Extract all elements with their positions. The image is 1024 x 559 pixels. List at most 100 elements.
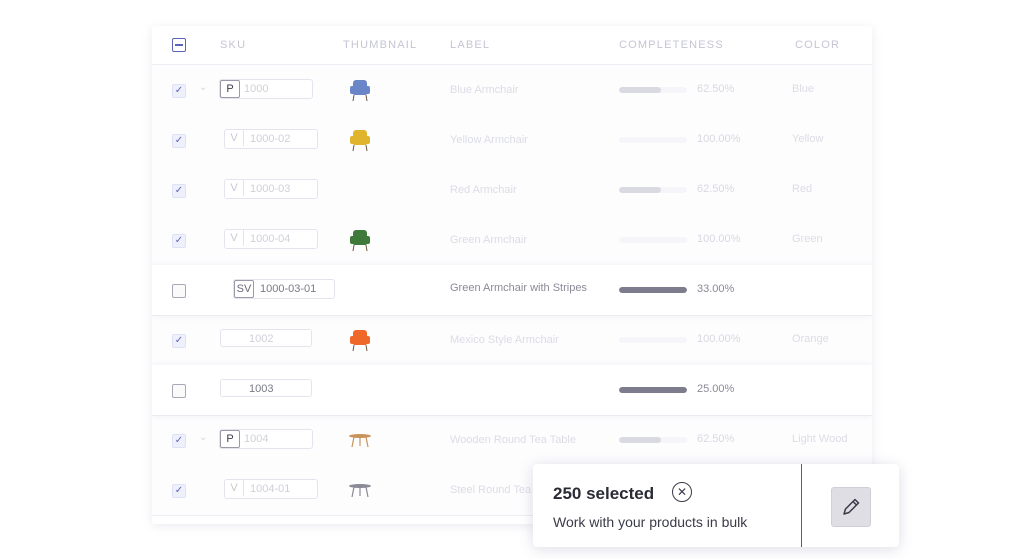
sku-value: 1002 xyxy=(249,333,274,345)
completeness-percent: 62.50% xyxy=(697,433,735,445)
label-cell: Yellow Armchair xyxy=(450,134,528,146)
color-cell: Blue xyxy=(792,83,815,95)
table-row[interactable]: ✓ 1002 Mexico Style Armchair 100.00% Orange xyxy=(152,315,872,366)
label-cell: Green Armchair xyxy=(450,234,528,246)
row-checkbox[interactable]: ✓ xyxy=(172,184,186,198)
table-header: SKU THUMBNAIL LABEL COMPLETENESS COLOR xyxy=(152,26,872,65)
completeness-percent: 100.00% xyxy=(697,233,741,245)
sku-cell: 1003 xyxy=(220,379,312,397)
yellow-armchair-thumbnail xyxy=(350,130,370,152)
completeness-bar-fill xyxy=(619,387,687,393)
completeness-bar xyxy=(619,337,687,343)
completeness-bar xyxy=(619,287,687,293)
chevron-down-icon[interactable]: ⌄ xyxy=(199,82,208,93)
product-grid: SKU THUMBNAIL LABEL COMPLETENESS COLOR ✓… xyxy=(152,26,872,524)
color-cell: Orange xyxy=(792,333,829,345)
completeness-bar-fill xyxy=(619,437,662,443)
table-row[interactable]: ✓ 1003 25.00% xyxy=(152,365,872,416)
sku-value: 1000-03-01 xyxy=(260,283,317,295)
table-row[interactable]: ✓ SV 1000-03-01 Green Armchair with Stripes… xyxy=(152,265,872,316)
label-cell: Blue Armchair xyxy=(450,84,519,96)
label-cell: Green Armchair with Stripes xyxy=(450,282,587,294)
sku-value: 1003 xyxy=(249,383,274,395)
completeness-bar xyxy=(619,187,687,193)
table-row[interactable]: ✓ ⌄ P 1004 Wooden Round Tea Table 62.50% Light… xyxy=(152,415,872,466)
row-checkbox[interactable]: ✓ xyxy=(172,434,186,448)
product-type-tag: V xyxy=(225,230,244,246)
row-checkbox[interactable]: ✓ xyxy=(172,384,186,398)
completeness-percent: 33.00% xyxy=(697,283,735,295)
popup-divider xyxy=(801,464,802,547)
completeness-percent: 100.00% xyxy=(697,133,741,145)
table-row[interactable]: ✓ V 1000-02 Yellow Armchair 100.00% Yellow xyxy=(152,115,872,166)
sku-cell: V 1000-02 xyxy=(224,129,318,149)
sku-value: 1000-03 xyxy=(250,183,291,195)
sku-cell: 1002 xyxy=(220,329,312,347)
color-cell: Light Wood xyxy=(792,433,848,445)
close-circle-icon[interactable]: ✕ xyxy=(672,482,692,502)
column-header-sku[interactable]: SKU xyxy=(220,39,247,51)
green-armchair-thumbnail xyxy=(350,230,370,252)
completeness-percent: 100.00% xyxy=(697,333,741,345)
row-checkbox[interactable]: ✓ xyxy=(172,484,186,498)
blue-armchair-thumbnail xyxy=(350,80,370,102)
sku-value: 1004 xyxy=(244,433,269,445)
product-type-tag: P xyxy=(220,430,240,448)
label-cell: Red Armchair xyxy=(450,184,517,196)
product-type-tag: V xyxy=(225,180,244,196)
completeness-bar xyxy=(619,137,687,143)
chevron-down-icon[interactable]: ⌄ xyxy=(199,432,208,443)
completeness-bar-fill xyxy=(619,187,662,193)
completeness-bar xyxy=(619,87,687,93)
column-header-thumbnail[interactable]: THUMBNAIL xyxy=(343,39,418,51)
color-cell: Green xyxy=(792,233,823,245)
completeness-percent: 25.00% xyxy=(697,383,735,395)
bulk-selection-popup: 250 selected ✕ Work with your products i… xyxy=(533,464,899,547)
row-checkbox[interactable]: ✓ xyxy=(172,334,186,348)
completeness-percent: 62.50% xyxy=(697,183,735,195)
sku-cell: V 1000-04 xyxy=(224,229,318,249)
completeness-bar xyxy=(619,237,687,243)
sku-cell: P 1004 xyxy=(219,429,313,449)
label-cell: Wooden Round Tea Table xyxy=(450,434,576,446)
column-header-label[interactable]: LABEL xyxy=(450,39,491,51)
completeness-bar xyxy=(619,387,687,393)
row-checkbox[interactable]: ✓ xyxy=(172,134,186,148)
product-type-tag: P xyxy=(220,80,240,98)
table-row[interactable]: ✓ V 1000-03 Red Armchair 62.50% Red xyxy=(152,165,872,216)
bulk-edit-button[interactable] xyxy=(831,487,871,527)
completeness-bar xyxy=(619,437,687,443)
table-row[interactable]: ✓ V 1000-04 Green Armchair 100.00% Green xyxy=(152,215,872,266)
pencil-icon xyxy=(843,498,860,515)
orange-armchair-thumbnail xyxy=(350,330,370,352)
select-all-checkbox[interactable] xyxy=(172,38,186,52)
row-checkbox[interactable]: ✓ xyxy=(172,234,186,248)
bulk-subtitle: Work with your products in bulk xyxy=(553,514,748,530)
sku-cell: P 1000 xyxy=(219,79,313,99)
selected-count: 250 selected xyxy=(553,484,655,503)
color-cell: Yellow xyxy=(792,133,824,145)
sku-value: 1004-01 xyxy=(250,483,291,495)
column-header-completeness[interactable]: COMPLETENESS xyxy=(619,39,724,51)
row-checkbox[interactable]: ✓ xyxy=(172,84,186,98)
column-header-color[interactable]: COLOR xyxy=(795,39,841,51)
sku-value: 1000-04 xyxy=(250,233,291,245)
wood-table-thumbnail xyxy=(349,434,371,448)
sku-value: 1000-02 xyxy=(250,133,291,145)
sku-cell: V 1004-01 xyxy=(224,479,318,499)
steel-table-thumbnail xyxy=(349,484,371,498)
sku-value: 1000 xyxy=(244,83,269,95)
completeness-bar-fill xyxy=(619,87,662,93)
label-cell: Steel Round Tea Table xyxy=(450,484,561,496)
sku-cell: SV 1000-03-01 xyxy=(233,279,335,299)
completeness-bar-fill xyxy=(619,287,687,293)
completeness-percent: 62.50% xyxy=(697,83,735,95)
product-type-tag: V xyxy=(225,480,244,496)
product-type-tag: SV xyxy=(234,280,254,298)
row-checkbox[interactable]: ✓ xyxy=(172,284,186,298)
sku-cell: V 1000-03 xyxy=(224,179,318,199)
table-row[interactable]: ✓ ⌄ P 1000 Blue Armchair 62.50% Blue xyxy=(152,65,872,116)
label-cell: Mexico Style Armchair xyxy=(450,334,559,346)
product-type-tag: V xyxy=(225,130,244,146)
color-cell: Red xyxy=(792,183,813,195)
